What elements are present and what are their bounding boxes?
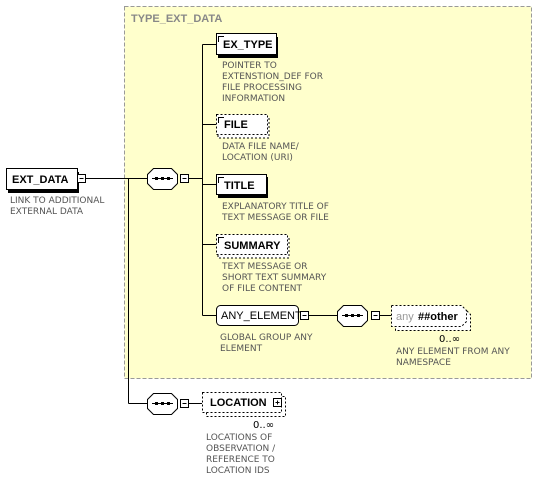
ex-type-element[interactable] (216, 33, 277, 55)
any-element-note-line-2: ELEMENT (220, 344, 263, 354)
title-note-line-1: EXPLANATORY TITLE OF (222, 202, 329, 212)
wildcard-note-line-2: NAMESPACE (396, 358, 451, 368)
collapse-icon[interactable] (77, 174, 86, 183)
ext-data-note-line-1: LINK TO ADDITIONAL (10, 196, 104, 206)
collapse-icon[interactable] (300, 311, 309, 320)
location-note-line-1: LOCATIONS OF (206, 433, 272, 443)
collapse-icon[interactable] (371, 311, 380, 320)
location-label: LOCATION (210, 397, 267, 409)
title-element[interactable] (216, 174, 267, 195)
any-element-note-line-1: GLOBAL GROUP ANY (220, 333, 313, 343)
ex-type-note-line-4: INFORMATION (222, 94, 285, 104)
file-note-line-1: DATA FILE NAME/ (222, 142, 300, 152)
text-content-icon (218, 36, 224, 42)
file-note-line-2: LOCATION (URI) (222, 153, 293, 163)
wildcard-note-line-1: ANY ELEMENT FROM ANY (396, 347, 510, 357)
wildcard-namespace: ##other (418, 311, 458, 323)
text-content-icon (218, 237, 224, 243)
any-element-group[interactable] (216, 305, 299, 326)
file-label: FILE (224, 119, 248, 131)
sequence-compositor-inner[interactable] (337, 305, 368, 327)
ex-type-note-line-2: EXTENSTION_DEF FOR (222, 72, 323, 82)
group-title: TYPE_EXT_DATA (131, 13, 222, 25)
text-content-icon (218, 117, 224, 123)
title-label: TITLE (224, 180, 255, 192)
ex-type-note-line-3: FILE PROCESSING (222, 83, 302, 93)
expand-icon[interactable] (273, 398, 282, 407)
wildcard-prefix: any (396, 311, 414, 323)
location-note-line-3: REFERENCE TO (206, 455, 275, 465)
any-wildcard[interactable] (391, 305, 467, 327)
ex-type-note-line-1: POINTER TO (222, 61, 277, 71)
summary-element[interactable] (216, 234, 288, 255)
sequence-compositor-bottom[interactable] (147, 393, 178, 415)
location-note-line-2: OBSERVATION / (206, 444, 276, 454)
summary-note-line-2: SHORT TEXT SUMMARY (222, 273, 327, 283)
collapse-icon[interactable] (180, 399, 189, 408)
title-note-line-2: TEXT MESSAGE OR FILE (221, 213, 329, 223)
file-element[interactable] (216, 114, 268, 135)
summary-label: SUMMARY (224, 240, 281, 252)
sequence-compositor-main[interactable] (147, 168, 178, 190)
ext-data-label: EXT_DATA (12, 174, 68, 186)
collapse-icon[interactable] (180, 174, 189, 183)
ex-type-label: EX_TYPE (223, 39, 273, 51)
summary-note-line-3: OF FILE CONTENT (222, 284, 303, 294)
location-occurrence: 0..∞ (253, 420, 274, 431)
wildcard-occurrence: 0..∞ (439, 334, 460, 345)
text-content-icon (218, 177, 224, 183)
summary-note-line-1: TEXT MESSAGE OR (221, 262, 307, 272)
ext-data-note-line-2: EXTERNAL DATA (10, 207, 84, 217)
location-note-line-4: LOCATION IDS (206, 466, 270, 476)
any-element-label: ANY_ELEMENT (221, 310, 302, 322)
